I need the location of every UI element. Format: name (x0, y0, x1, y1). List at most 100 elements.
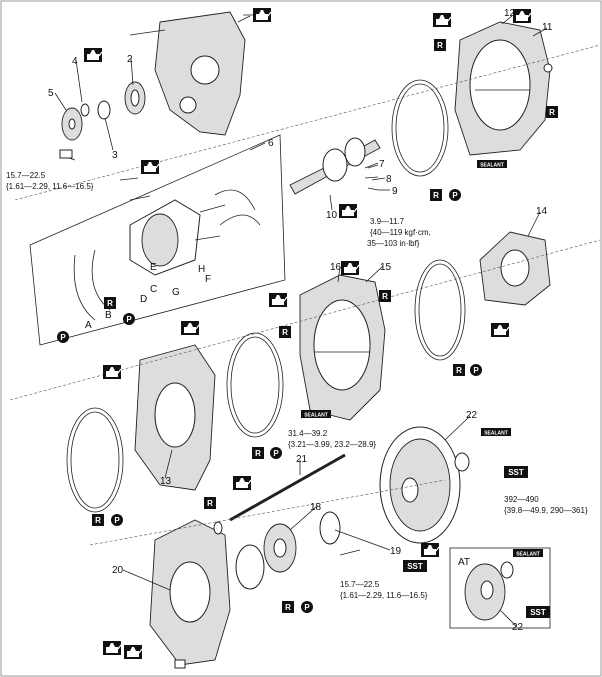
petrolatum-icon (123, 313, 135, 325)
svg-text:392—490: 392—490 (504, 495, 539, 504)
replace-icon (104, 297, 116, 309)
callout-3: 3 (112, 150, 118, 161)
oil-icon (232, 475, 252, 491)
letter-e: E (150, 262, 157, 273)
replace-icon (434, 39, 446, 51)
callout-18: 18 (310, 502, 322, 513)
rear-rotor-housing (454, 21, 553, 156)
replace-icon (282, 601, 294, 613)
letter-f: F (205, 274, 211, 285)
svg-text:31.4—39.2: 31.4—39.2 (288, 429, 328, 438)
callout-6: 6 (268, 138, 274, 149)
spec-flywheel-nut: 392—490 {39.8—49.9, 290—361} (504, 495, 588, 515)
sst-icon (504, 466, 528, 478)
sealant-icon (513, 549, 543, 558)
sst-icon (526, 606, 550, 618)
replace-icon (252, 447, 264, 459)
callout-19: 19 (390, 546, 402, 557)
letter-d: D (140, 294, 147, 305)
petrolatum-icon (449, 189, 461, 201)
o-ring-front (226, 332, 284, 438)
callout-11: 11 (542, 22, 553, 33)
callout-4: 4 (72, 56, 78, 67)
callout-15: 15 (380, 262, 392, 273)
svg-text:{40—119 kgf·cm,: {40—119 kgf·cm, (370, 228, 431, 237)
spec-bottom-bolt: 15.7—22.5 {1.61—2.29, 11.6—16.5} (340, 580, 428, 600)
tension-bolt (229, 453, 346, 522)
front-cover (129, 11, 262, 136)
oil-pump-panel (29, 134, 286, 346)
sealant-icon (481, 428, 511, 437)
replace-icon (379, 290, 391, 302)
oil-icon (420, 542, 440, 558)
callout-8: 8 (386, 174, 392, 185)
petrolatum-icon (111, 514, 123, 526)
svg-text:{39.8—49.9, 290—361}: {39.8—49.9, 290—361} (504, 506, 588, 515)
at-label: AT (458, 557, 470, 568)
replace-icon (546, 106, 558, 118)
oil-icon (338, 203, 358, 219)
svg-text:15.7—22.5: 15.7—22.5 (340, 580, 380, 589)
svg-text:3.9—11.7: 3.9—11.7 (370, 217, 405, 226)
oil-icon (123, 644, 143, 660)
spec-tension-bolt: 31.4—39.2 {3.21—3.99, 23.2—28.9} (288, 429, 376, 449)
eccentric-pulley-parts (213, 511, 361, 590)
callout-10: 10 (326, 210, 338, 221)
spec-bolt-left: 15.7—22.5 {1.61—2.29, 11.6—16.5} (6, 171, 94, 191)
callout-22-drive-plate: 22 (512, 622, 524, 633)
callout-14: 14 (536, 206, 548, 217)
front-rotor-housing (134, 344, 216, 491)
sealant-icon (477, 160, 507, 169)
replace-icon (92, 514, 104, 526)
callout-13: 13 (160, 476, 172, 487)
intermediate-housing (299, 274, 386, 421)
callout-12: 12 (504, 8, 516, 19)
callout-7: 7 (379, 159, 385, 170)
drive-plate (464, 561, 514, 621)
oil-icon (102, 364, 122, 380)
sealant-icon (301, 410, 331, 419)
oil-icon (102, 640, 122, 656)
svg-text:{1.61—2.29, 11.6—16.5}: {1.61—2.29, 11.6—16.5} (6, 182, 94, 191)
svg-text:{3.21—3.99, 23.2—28.9}: {3.21—3.99, 23.2—28.9} (288, 440, 376, 449)
letter-h: H (198, 264, 205, 275)
callout-21: 21 (296, 454, 308, 465)
petrolatum-icon (57, 331, 69, 343)
callout-9: 9 (392, 186, 398, 197)
svg-text:{1.61—2.29, 11.6—16.5}: {1.61—2.29, 11.6—16.5} (340, 591, 428, 600)
oil-icon (83, 47, 103, 63)
callout-lines (54, 15, 548, 628)
petrolatum-icon (301, 601, 313, 613)
letter-c: C (150, 284, 157, 295)
callout-5: 5 (48, 88, 54, 99)
rotor (479, 231, 551, 306)
o-ring-middle (414, 259, 466, 361)
replace-icon (430, 189, 442, 201)
pulley-parts (59, 81, 146, 161)
oil-icon (252, 7, 272, 23)
oil-icon (140, 159, 160, 175)
eccentric-shaft (289, 137, 381, 195)
replace-icon (279, 326, 291, 338)
letter-g: G (172, 287, 180, 298)
replace-icon (204, 497, 216, 509)
front-cover-lower (149, 519, 231, 669)
oil-icon (432, 12, 452, 28)
letter-a: A (85, 320, 92, 331)
petrolatum-icon (270, 447, 282, 459)
spec-crank-nut: 3.9—11.7 {40—119 kgf·cm, 35—103 in·lbf} (367, 217, 431, 248)
replace-icon (453, 364, 465, 376)
callout-16: 16 (330, 262, 342, 273)
flywheel (379, 426, 470, 544)
svg-text:15.7—22.5: 15.7—22.5 (6, 171, 46, 180)
oil-icon (180, 320, 200, 336)
petrolatum-icon (470, 364, 482, 376)
svg-text:35—103 in·lbf}: 35—103 in·lbf} (367, 239, 420, 248)
oil-icon (268, 292, 288, 308)
o-ring-top (391, 79, 449, 177)
o-ring-left (66, 407, 124, 513)
oil-icon (512, 8, 532, 24)
callout-22-flywheel: 22 (466, 410, 478, 421)
